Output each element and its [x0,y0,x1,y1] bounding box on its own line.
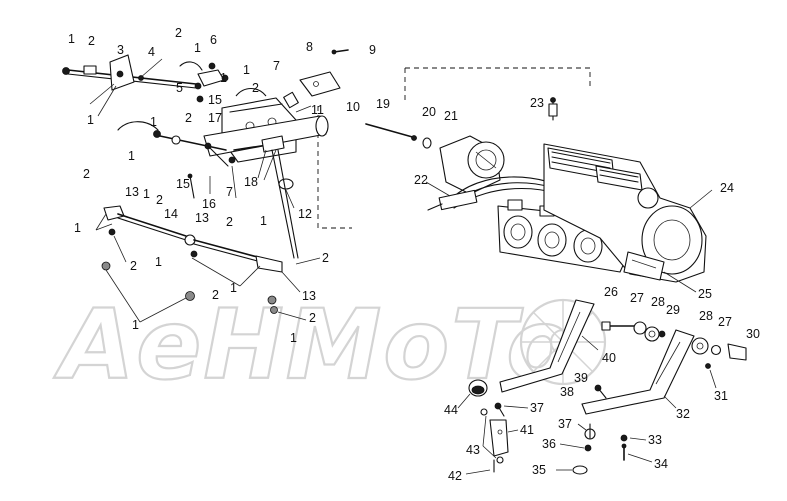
upper-linkage-rod [62,54,229,103]
callout-33: 33 [648,433,662,447]
assembly-boundary [317,67,591,229]
callout-2: 2 [130,259,137,273]
callout-1: 1 [155,255,162,269]
mount-hardware [572,321,747,475]
callout-20: 20 [422,105,436,119]
callout-1: 1 [194,41,201,55]
callout-25: 25 [698,287,712,301]
callout-14: 14 [164,207,178,221]
callout-3: 3 [117,43,124,57]
middle-linkage [117,121,294,199]
callout-11: 11 [311,103,324,117]
callout-23: 23 [530,96,544,110]
callout-1: 1 [74,221,81,235]
callout-6: 6 [210,33,217,47]
callout-26: 26 [604,285,618,299]
callout-38: 38 [560,385,574,399]
callout-27: 27 [718,315,732,329]
callout-2: 2 [185,111,192,125]
callout-41: 41 [520,423,534,437]
callout-24: 24 [720,181,734,195]
callout-2: 2 [156,193,163,207]
watermark-logo: AeHMoTo [52,288,607,402]
callout-2: 2 [309,311,316,325]
callout-18: 18 [244,175,258,189]
callout-13: 13 [195,211,209,225]
callout-21: 21 [444,109,458,123]
lower-mount-hardware [468,379,509,473]
callout-13: 13 [125,185,139,199]
callout-8: 8 [306,40,313,54]
callout-28: 28 [651,295,665,309]
callout-12: 12 [298,207,312,221]
callout-16: 16 [202,197,216,211]
callout-40: 40 [602,351,616,365]
callout-5: 5 [176,81,183,95]
callout-1: 1 [230,281,237,295]
engine-mount-left [499,299,595,393]
callout-2: 2 [175,26,182,40]
callout-4: 4 [148,45,155,59]
callout-30: 30 [746,327,760,341]
callout-31: 31 [714,389,728,403]
callout-28: 28 [699,309,713,323]
callout-2: 2 [212,288,219,302]
callout-1: 1 [290,331,297,345]
callout-35: 35 [532,463,546,477]
callout-37: 37 [558,417,572,431]
callout-1: 1 [150,115,157,129]
callout-7: 7 [226,185,233,199]
engine-block [543,97,707,283]
callout-43: 43 [466,443,480,457]
callout-2: 2 [252,81,259,95]
callout-10: 10 [346,100,360,114]
callout-29: 29 [666,303,680,317]
callout-1: 1 [87,113,94,127]
callout-19: 19 [376,97,390,111]
bracket-plate [299,49,349,97]
engine-mount-right [581,329,695,415]
callout-7: 7 [273,59,280,73]
leader-lines [89,58,717,475]
callout-44: 44 [444,403,458,417]
callout-15: 15 [208,93,222,107]
callout-13: 13 [302,289,316,303]
callout-37: 37 [530,401,544,415]
callout-1: 1 [220,71,227,85]
callout-1: 1 [260,214,267,228]
callout-1: 1 [143,187,150,201]
callout-17: 17 [208,111,222,125]
callout-1: 1 [243,63,250,77]
callout-42: 42 [448,469,462,483]
callout-2: 2 [226,215,233,229]
callout-34: 34 [654,457,668,471]
callout-1: 1 [68,32,75,46]
callout-36: 36 [542,437,556,451]
callout-1: 1 [128,149,135,163]
callout-2: 2 [88,34,95,48]
callout-labels: 1 2 3 4 2 1 6 1 1 5 15 2 7 8 9 10 11 1 1… [68,26,760,483]
callout-22: 22 [414,173,428,187]
callout-2: 2 [83,167,90,181]
callout-9: 9 [369,43,376,57]
callout-39: 39 [574,371,588,385]
callout-15: 15 [176,177,190,191]
callout-1: 1 [132,318,139,332]
callout-27: 27 [630,291,644,305]
callout-2: 2 [322,251,329,265]
watermark-text: AeHMoTo [53,289,574,401]
callout-32: 32 [676,407,690,421]
